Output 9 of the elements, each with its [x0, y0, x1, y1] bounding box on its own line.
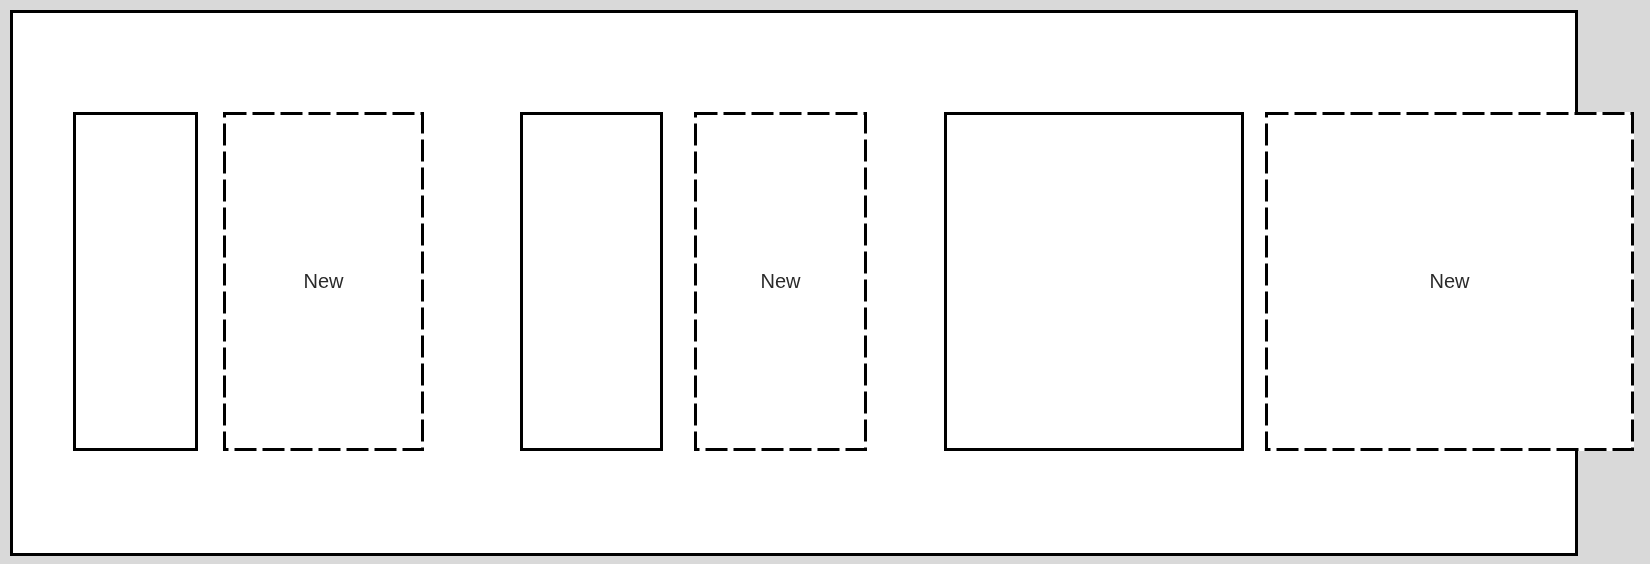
outlined-rectangle: [944, 112, 1244, 451]
node-label: New: [1429, 269, 1470, 294]
node-label: New: [303, 269, 344, 294]
dashed-rectangle: [694, 112, 867, 451]
outlined-rectangle: [520, 112, 663, 451]
dashed-rectangle: [1265, 112, 1634, 451]
dashed-rectangle: [223, 112, 424, 451]
outlined-rectangle: [73, 112, 198, 451]
node-label: New: [760, 269, 801, 294]
